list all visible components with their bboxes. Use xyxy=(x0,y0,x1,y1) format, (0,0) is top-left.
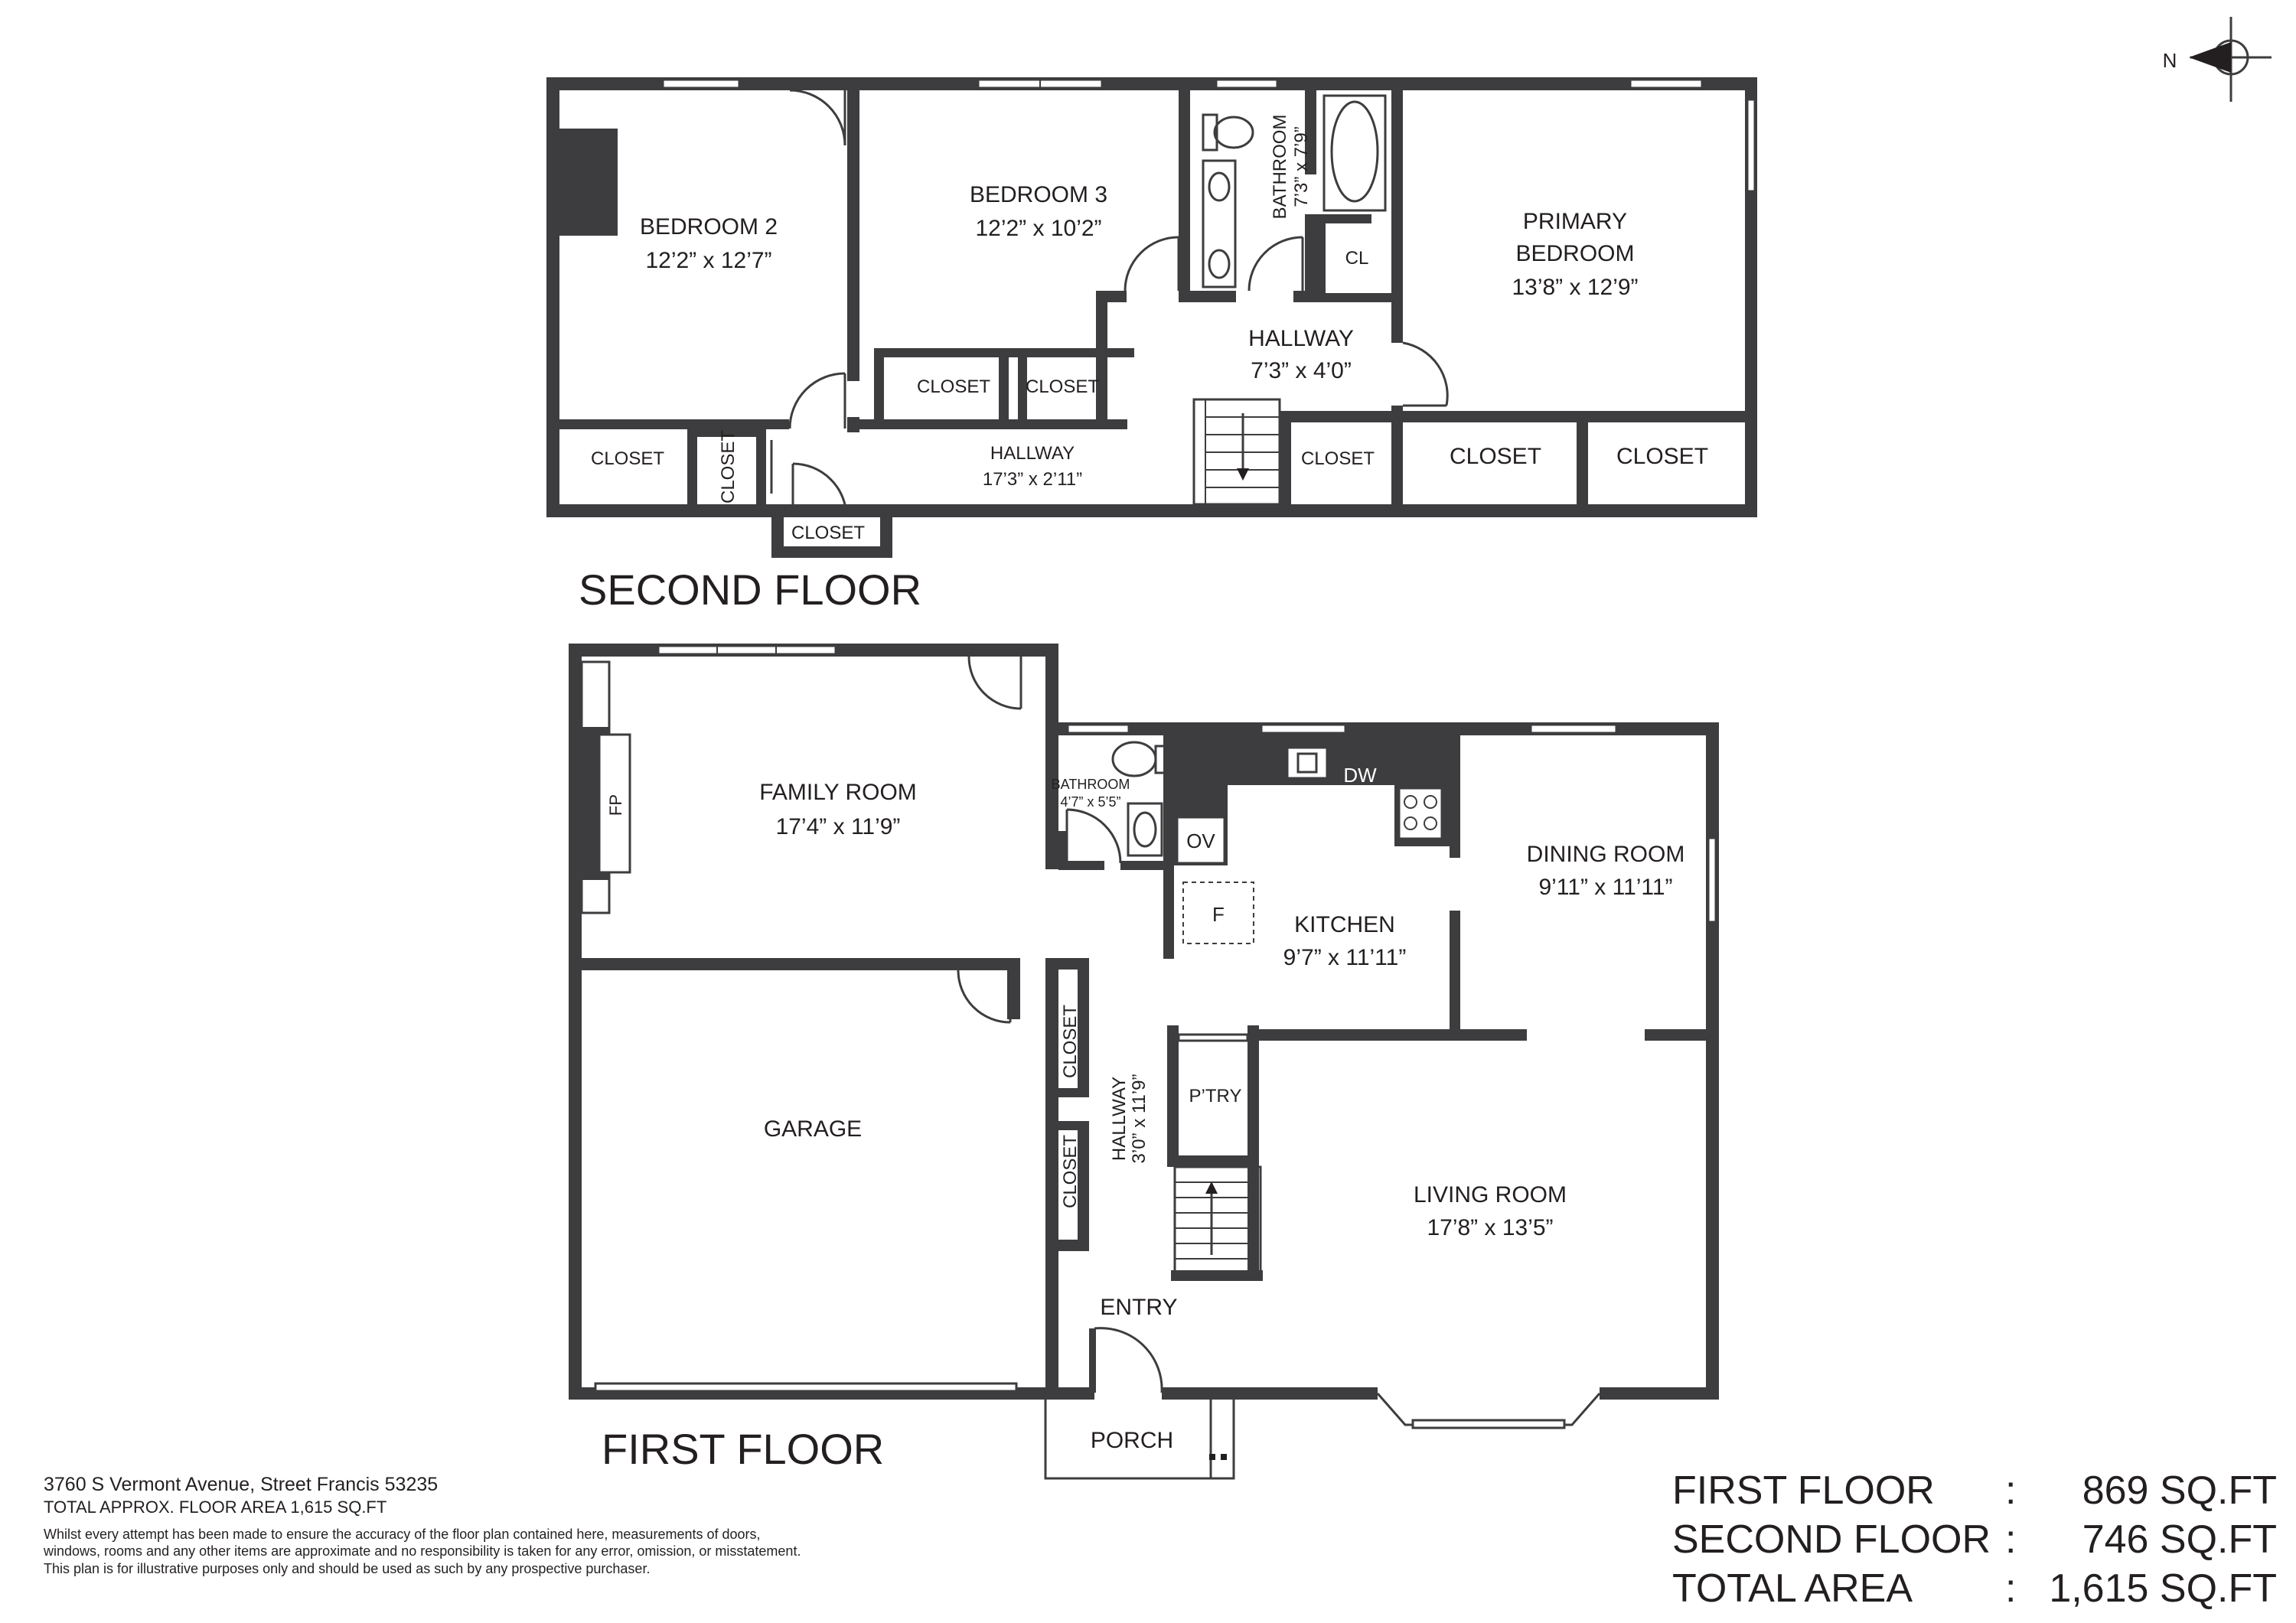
bedroom2-label: BEDROOM 2 xyxy=(640,214,778,240)
closet-small-label: CLOSET xyxy=(791,523,865,543)
ov-label: OV xyxy=(1186,829,1215,852)
totals-row-total-area: TOTAL AREA : 1,615 SQ.FT xyxy=(1672,1566,2277,1615)
dining-room-dims: 9’11” x 11’11” xyxy=(1538,875,1672,900)
garage-label: GARAGE xyxy=(764,1116,862,1142)
primary-bedroom-label: PRIMARY xyxy=(1523,209,1627,234)
family-room-dims: 17’4” x 11’9” xyxy=(776,814,901,839)
totals-value: 869 SQ.FT xyxy=(2082,1468,2277,1513)
totals-label: SECOND FLOOR xyxy=(1672,1517,1991,1562)
second-floor-title: SECOND FLOOR xyxy=(579,565,921,614)
stairs-down-arrow-icon xyxy=(1237,468,1249,481)
bedroom3-label: BEDROOM 3 xyxy=(970,182,1107,207)
address: 3760 S Vermont Avenue, Street Francis 53… xyxy=(44,1474,439,1495)
primary-bedroom-label-2: BEDROOM xyxy=(1515,241,1634,266)
totals-separator: : xyxy=(2005,1468,2017,1513)
primary-bedroom-dims: 13’8” x 12’9” xyxy=(1512,275,1638,300)
compass: N xyxy=(2163,17,2272,102)
hallway-upper-label: HALLWAY xyxy=(1248,326,1354,351)
dw-label: DW xyxy=(1343,764,1377,787)
disclaimer-line-1: Whilst every attempt has been made to en… xyxy=(44,1526,761,1542)
entry-label: ENTRY xyxy=(1100,1295,1177,1320)
bathroom-upper-dims: 7’3” x 7’9” xyxy=(1291,126,1312,207)
closet-bed2-label: CLOSET xyxy=(591,448,664,469)
plan-info: 3760 S Vermont Avenue, Street Francis 53… xyxy=(44,1473,1039,1577)
kitchen-label: KITCHEN xyxy=(1294,912,1395,937)
stairs-up-arrow-icon xyxy=(1205,1181,1218,1194)
closet-hall-label: CLOSET xyxy=(1301,448,1375,469)
hallway-lower-floor-label: HALLWAY xyxy=(1109,1077,1130,1161)
hallway-lower-dims: 17’3” x 2’11” xyxy=(983,469,1082,490)
bathroom-lower-label: BATHROOM xyxy=(1052,777,1130,792)
closet-primary-b-label: CLOSET xyxy=(1616,444,1708,469)
porch-label: PORCH xyxy=(1091,1428,1173,1453)
bathroom-upper-label: BATHROOM xyxy=(1270,115,1290,220)
hallway-lower-label: HALLWAY xyxy=(990,443,1075,464)
closet-vertical-label: CLOSET xyxy=(718,430,739,504)
fp-label: FP xyxy=(606,794,625,816)
kitchen-dims: 9’7” x 11’11” xyxy=(1283,945,1407,970)
totals-row-first-floor: FIRST FLOOR : 869 SQ.FT xyxy=(1672,1468,2277,1517)
closet-primary-a-label: CLOSET xyxy=(1450,444,1541,469)
totals-separator: : xyxy=(2005,1517,2017,1562)
family-room-label: FAMILY ROOM xyxy=(759,780,917,805)
living-room-label: LIVING ROOM xyxy=(1414,1182,1567,1207)
first-floor-title: FIRST FLOOR xyxy=(602,1425,884,1473)
totals-value: 1,615 SQ.FT xyxy=(2049,1566,2277,1611)
compass-label: N xyxy=(2163,49,2177,72)
disclaimer-line-3: This plan is for illustrative purposes o… xyxy=(44,1560,651,1576)
totals-row-second-floor: SECOND FLOOR : 746 SQ.FT xyxy=(1672,1517,2277,1566)
closet-bed3-a-label: CLOSET xyxy=(917,376,990,397)
totals-separator: : xyxy=(2005,1566,2017,1611)
pantry-label: P’TRY xyxy=(1189,1086,1242,1106)
first-floor: FP BATHROOM 4’7” x 5’5” D xyxy=(569,644,1719,1480)
disclaimer-line-2: windows, rooms and any other items are a… xyxy=(44,1543,801,1559)
totals-label: FIRST FLOOR xyxy=(1672,1468,1935,1513)
living-room-dims: 17’8” x 13’5” xyxy=(1427,1215,1553,1240)
closet-a-label: CLOSET xyxy=(1060,1005,1081,1078)
bedroom2-dims: 12’2” x 12’7” xyxy=(645,248,771,273)
hallway-lower-floor-dims: 3’0” x 11’9” xyxy=(1129,1074,1150,1164)
compass-arrow-icon xyxy=(2189,42,2231,73)
bedroom3-dims: 12’2” x 10’2” xyxy=(975,216,1101,241)
bathroom-lower-dims: 4’7” x 5’5” xyxy=(1060,794,1120,810)
total-approx-area: TOTAL APPROX. FLOOR AREA 1,615 SQ.FT xyxy=(44,1498,387,1517)
f-label: F xyxy=(1212,903,1225,926)
second-floor: BEDROOM 2 12’2” x 12’7” BEDROOM 3 12’2” … xyxy=(546,77,1757,614)
cl-label: CL xyxy=(1345,248,1369,269)
closet-bed3-b-label: CLOSET xyxy=(1026,376,1099,397)
dining-room-label: DINING ROOM xyxy=(1527,842,1685,867)
hallway-upper-dims: 7’3” x 4’0” xyxy=(1251,358,1352,383)
totals-value: 746 SQ.FT xyxy=(2082,1517,2277,1562)
closet-b-label: CLOSET xyxy=(1060,1135,1081,1208)
totals-label: TOTAL AREA xyxy=(1672,1566,1913,1611)
area-totals: FIRST FLOOR : 869 SQ.FT SECOND FLOOR : 7… xyxy=(1672,1468,2277,1615)
